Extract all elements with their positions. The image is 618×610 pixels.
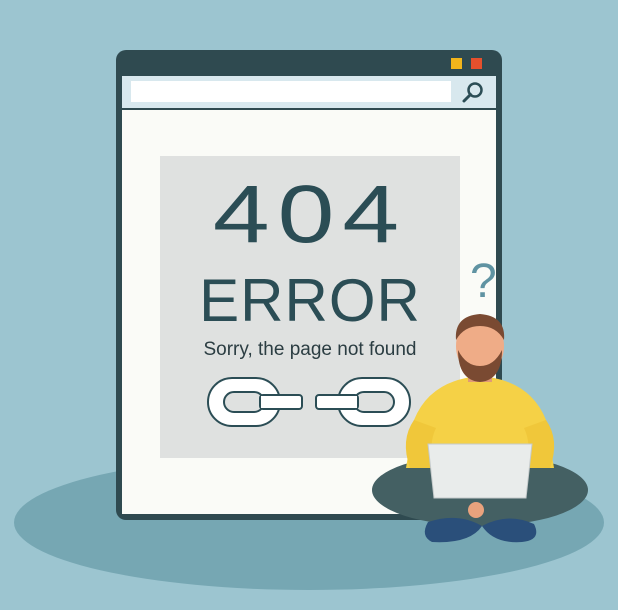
search-icon <box>462 82 483 103</box>
right-shoe <box>482 518 537 543</box>
close-button[interactable] <box>471 58 482 69</box>
browser-titlebar <box>116 50 502 76</box>
question-mark: ? <box>470 255 497 308</box>
laptop <box>427 443 533 499</box>
hair <box>455 314 505 340</box>
error-code: 404 <box>212 168 408 260</box>
beard <box>458 350 502 382</box>
hand <box>468 502 484 518</box>
address-bar <box>122 76 496 108</box>
broken-chain-icon <box>207 377 411 427</box>
search-button[interactable] <box>460 80 486 104</box>
confused-man-illustration <box>372 314 588 543</box>
face <box>456 316 504 376</box>
error-label: ERROR <box>199 267 421 334</box>
left-shoe <box>424 517 482 543</box>
error-message: Sorry, the page not found <box>203 339 417 360</box>
error-panel: 404 ERROR Sorry, the page not found <box>160 156 460 458</box>
minimize-button[interactable] <box>451 58 462 69</box>
left-arm <box>405 420 436 468</box>
address-input[interactable] <box>131 81 451 102</box>
right-arm <box>524 420 555 468</box>
